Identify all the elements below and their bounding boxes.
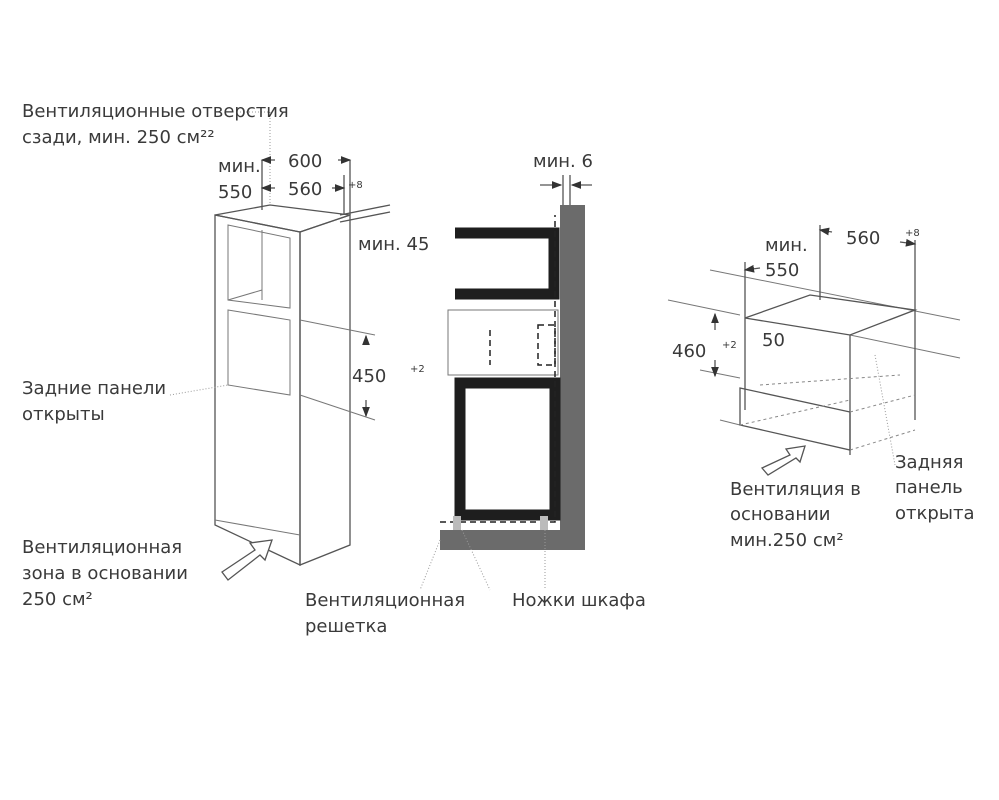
grille-label-line2: решетка: [305, 616, 387, 637]
rear-panels-label-line1: Задние панели: [22, 378, 166, 399]
tolerance-8-label: +8: [348, 180, 363, 191]
r-base-vent-line2: основании: [730, 504, 831, 525]
legs-label: Ножки шкафа: [512, 590, 646, 611]
microwave-shape: [455, 227, 560, 300]
oven-shape: [454, 377, 561, 521]
base-vent-label-line2: зона в основании: [22, 563, 188, 584]
tolerance-2-label: +2: [410, 364, 425, 375]
rear-panels-label-line2: открыты: [22, 404, 105, 425]
depth-550-label: 550: [218, 182, 252, 203]
r-base-vent-line3: мин.250 см²: [730, 530, 844, 551]
min-45-label: мин. 45: [358, 234, 429, 255]
section-drawing: [419, 175, 592, 591]
r-rear-panel-line2: панель: [895, 477, 963, 498]
r-min-label: мин.: [765, 235, 808, 256]
r-rear-panel-line3: открыта: [895, 503, 975, 524]
height-450-label: 450: [352, 366, 386, 387]
width-600-label: 600: [288, 151, 322, 172]
r-depth-550-label: 550: [765, 260, 799, 281]
r-height-460-label: 460: [672, 341, 706, 362]
grille-label-line1: Вентиляционная: [305, 590, 465, 611]
rear-vent-label-line1: Вентиляционные отверстия: [22, 101, 289, 122]
width-560-label: 560: [288, 179, 322, 200]
min-6-label: мин. 6: [533, 151, 593, 172]
rear-vent-label-line2: сзади, мин. 250 см²²: [22, 127, 215, 148]
tall-cabinet-drawing: [169, 111, 391, 581]
base-vent-label-line3: 250 см²: [22, 589, 93, 610]
r-rear-panel-line1: Задняя: [895, 452, 963, 473]
r-dim-50-label: 50: [762, 330, 785, 351]
r-width-560-label: 560: [846, 228, 880, 249]
r-tolerance-8-label: +8: [905, 228, 920, 239]
undercounter-drawing: [667, 225, 961, 476]
r-base-vent-line1: Вентиляция в: [730, 479, 861, 500]
r-tolerance-2-label: +2: [722, 340, 737, 351]
min-label: мин.: [218, 156, 261, 177]
wall: [560, 205, 585, 550]
floor: [440, 530, 585, 550]
base-vent-label-line1: Вентиляционная: [22, 537, 182, 558]
